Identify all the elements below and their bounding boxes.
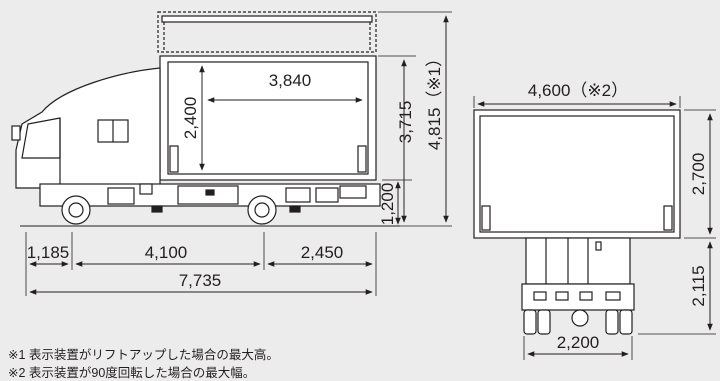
wheelbase-label: 4,100 (145, 243, 188, 262)
truck-rear-view (473, 109, 681, 335)
footnote-1: ※1 表示装置がリフトアップした場合の最大高。 (8, 348, 279, 362)
diagram-canvas: 3,840 2,400 3,715 4,815（※1） 1,200 1,185 … (11, 11, 716, 360)
raised-screen-outline (157, 11, 377, 53)
rear-wheel-left-inner (537, 309, 551, 335)
rear-wheel-left-outer (523, 309, 537, 335)
raised-screen-top (161, 15, 373, 23)
screen-width-label: 3,840 (269, 71, 312, 90)
screen-height-label: 2,400 (181, 97, 200, 140)
front-overhang-label: 1,185 (27, 243, 70, 262)
rear-screen-height-label: 2,700 (689, 153, 708, 196)
rear-wheel-right-inner (605, 309, 619, 335)
vehicle-width-label: 2,200 (557, 333, 600, 352)
rear-mast (525, 237, 631, 285)
max-width-label: 4,600（※2） (528, 81, 628, 100)
total-length-label: 7,735 (179, 271, 222, 290)
rear-overhang-label: 2,450 (301, 243, 344, 262)
body-height-label: 3,715 (396, 101, 415, 144)
cab-window (21, 117, 61, 159)
vehicle-dimension-diagram: 3,840 2,400 3,715 4,815（※1） 1,200 1,185 … (8, 11, 716, 380)
truck-side-view (11, 11, 381, 225)
footnote-2: ※2 表示装置が90度回転した場合の最大幅。 (8, 366, 256, 380)
clearance-label: 1,200 (378, 183, 397, 226)
max-height-label: 4,815（※1） (425, 50, 444, 150)
chassis-height-label: 2,115 (689, 265, 708, 306)
rear-wheel-right-outer (619, 309, 633, 335)
rear-wheel (247, 195, 277, 225)
front-wheel (61, 195, 91, 225)
